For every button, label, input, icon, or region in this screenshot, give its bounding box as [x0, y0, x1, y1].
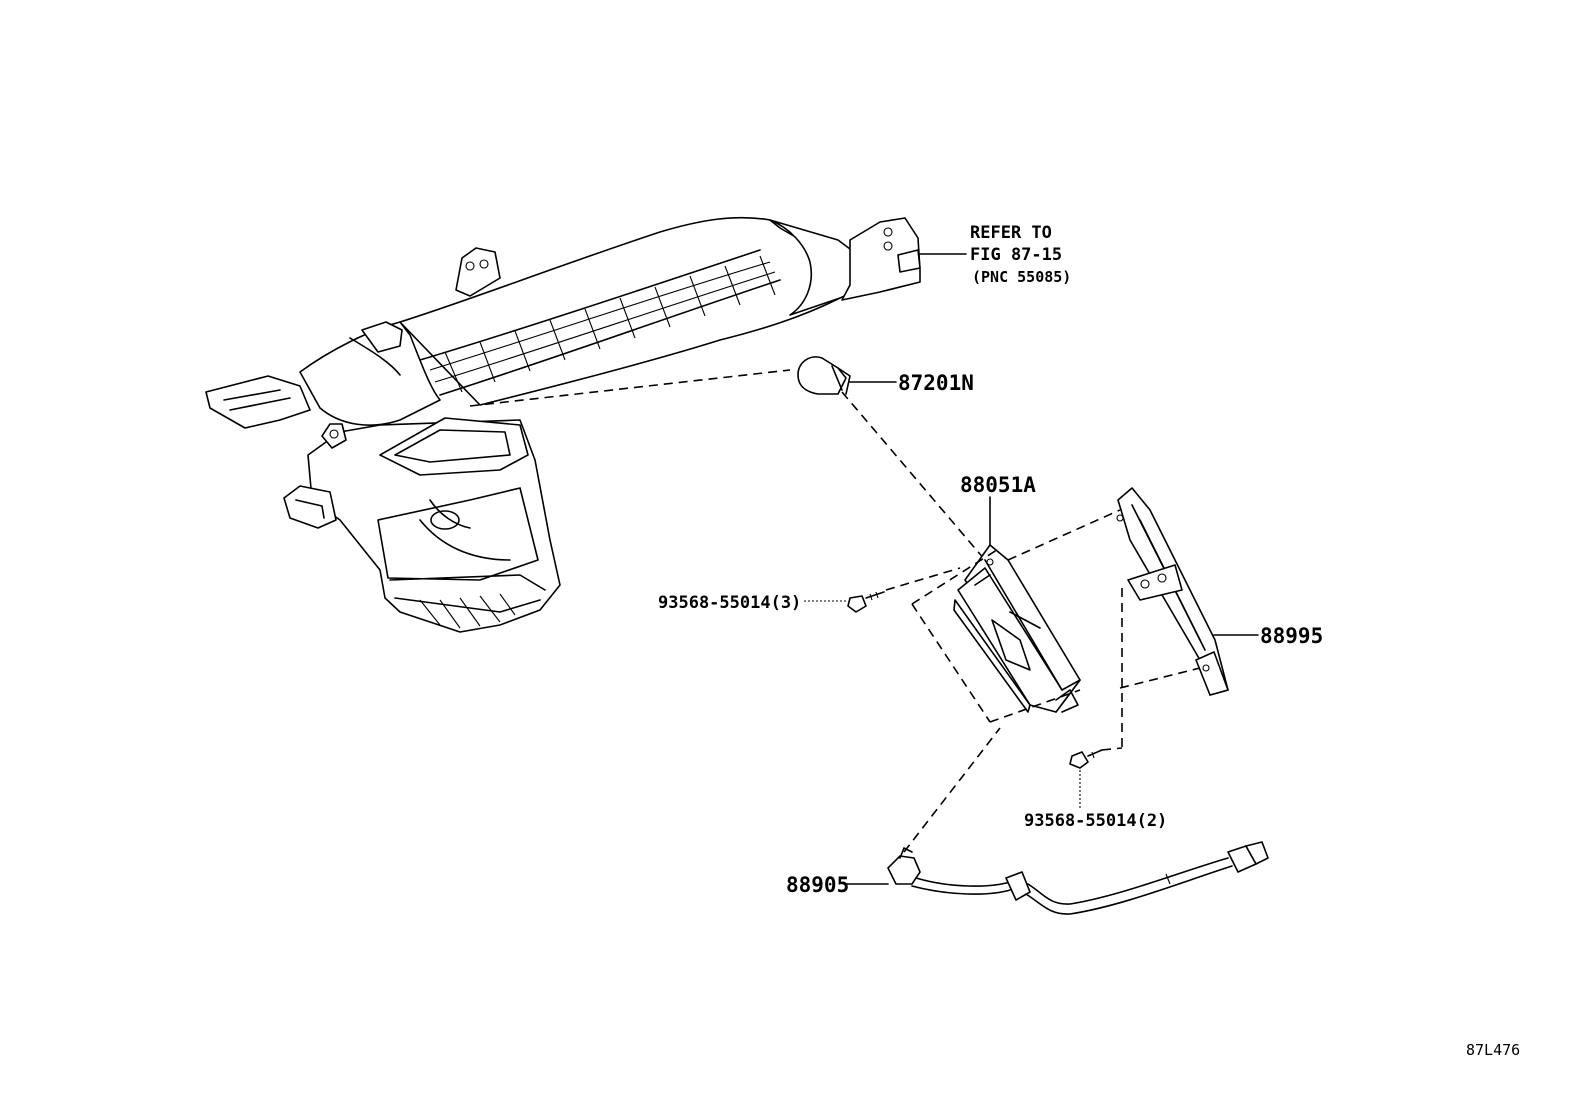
bracket-88995: [1116, 487, 1229, 696]
harness-88905: [887, 841, 1269, 915]
duct-rib-grid: [429, 255, 776, 393]
dash-bulb-to-duct: [469, 369, 791, 407]
dash-unit-to-bracket: [1007, 509, 1121, 561]
vent-grille-ribs: [419, 593, 516, 629]
label-87201n: 87201N: [898, 371, 974, 395]
dash-harness-to-unit: [903, 727, 1001, 853]
figure-code: 87L476: [1466, 1041, 1520, 1059]
screw-upper: [847, 591, 885, 613]
refer-label-line2: FIG 87-15: [970, 245, 1062, 265]
label-screw-upper: 93568-55014(3): [658, 593, 801, 613]
unit-88051a: [953, 544, 1081, 713]
air-duct-assembly: [205, 216, 921, 633]
refer-label-line3: (PNC 55085): [972, 268, 1071, 286]
dash-screw-upper: [885, 567, 961, 591]
label-screw-lower: 93568-55014(2): [1024, 811, 1167, 831]
dash-unit-upper-left: [911, 547, 1001, 605]
label-88905: 88905: [786, 873, 849, 897]
dash-unit-lower-left: [911, 603, 991, 723]
label-88051a: 88051A: [960, 473, 1036, 497]
bulb-87201n: [797, 356, 851, 395]
label-88995: 88995: [1260, 624, 1323, 648]
refer-label-line1: REFER TO: [970, 223, 1052, 243]
dash-screw-lower: [1101, 747, 1123, 751]
screw-lower: [1069, 749, 1103, 769]
dash-bracket-lower: [1119, 667, 1201, 689]
dash-bulb-to-unit: [841, 391, 986, 561]
dash-unit-bottom: [989, 689, 1081, 723]
